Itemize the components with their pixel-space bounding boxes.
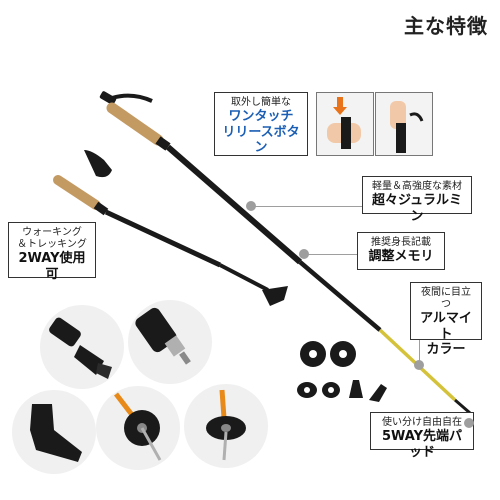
callout-night-line2: アルマイト [420,311,472,342]
callout-pads-line2: 5WAY先端パッド [381,429,463,460]
marker-night [414,360,424,370]
pad-accessories-illustration [297,341,387,402]
quick-release-photo-2 [375,92,433,156]
callout-height-line2: 調整メモリ [368,249,434,264]
marker-material [246,201,256,211]
callout-height-scale: 推奨身長記載 調整メモリ [357,232,445,270]
marker-height [299,249,309,259]
short-pole [53,150,288,306]
callout-night-line1: 夜間に目立つ [421,287,471,310]
leader-material [252,206,362,207]
tip-carbide-detail [128,300,212,384]
callout-night-color: 夜間に目立つ アルマイト カラー [410,282,482,357]
quick-release-photo-1 [316,92,374,156]
long-pole [99,91,471,415]
tip-rubber-cap-detail [40,305,124,389]
callout-night-line3: カラー [426,342,466,358]
marker-pads [464,418,474,428]
callout-2way-line1: ウォーキング [22,227,82,238]
callout-quick-release: 取外し簡単な ワンタッチ リリースボタン [214,92,308,156]
callout-pads-line1: 使い分け自由自在 [382,417,462,428]
tip-basket-detail [96,386,180,470]
callout-quick-release-line3: リリースボタン [222,124,300,156]
callout-2way: ウォーキング ＆トレッキング 2WAY使用可 [8,222,96,282]
callout-quick-release-line2: ワンタッチ [228,109,294,124]
callout-2way-line2: ＆トレッキング [17,239,87,250]
leader-night [419,340,420,362]
tip-boot-pad-detail [12,390,96,474]
callout-material: 軽量＆高強度な素材 超々ジュラルミン [362,176,472,224]
callout-5way-pads: 使い分け自由自在 5WAY先端パッド [370,412,474,460]
callout-quick-release-line1: 取外し簡単な [231,97,291,108]
callout-material-line1: 軽量＆高強度な素材 [372,181,462,192]
callout-2way-line3: 2WAY使用可 [18,251,86,282]
leader-height [305,254,357,255]
callout-material-line2: 超々ジュラルミン [371,193,463,224]
page-title: 主な特徴 [404,14,488,38]
callout-height-line1: 推奨身長記載 [371,237,431,248]
tip-mud-basket-detail [184,384,268,468]
